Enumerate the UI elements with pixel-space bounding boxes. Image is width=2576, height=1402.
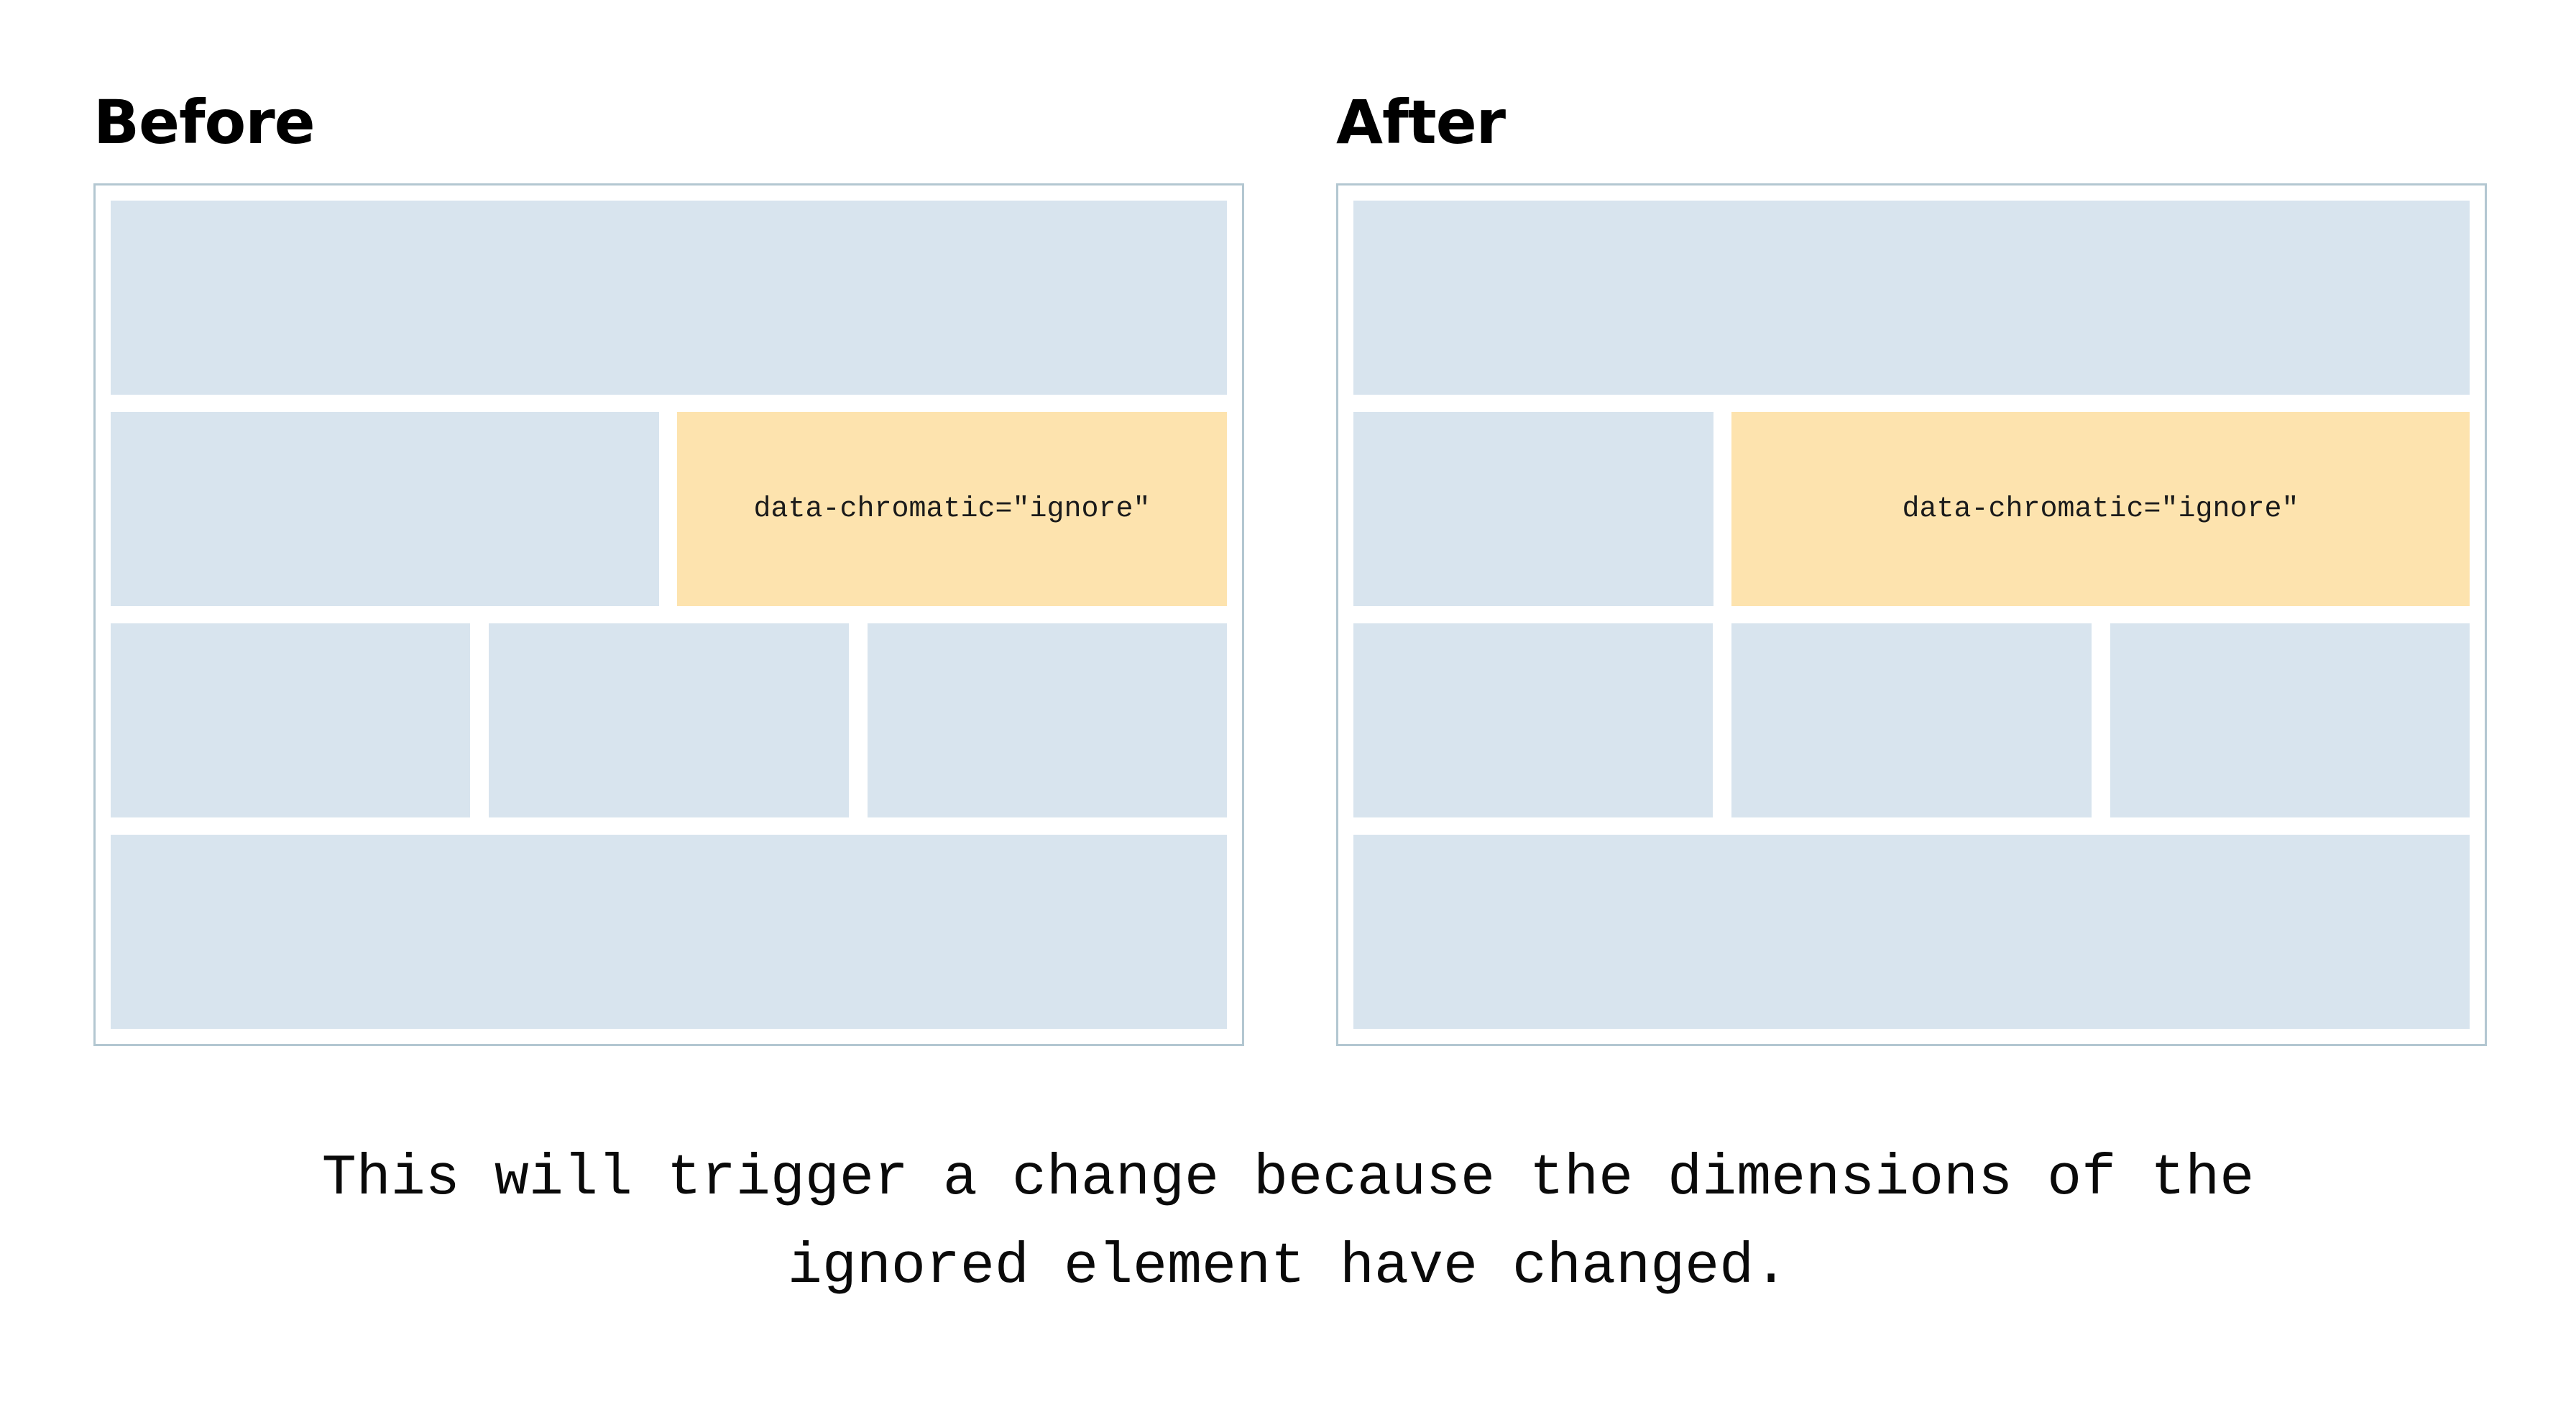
- placeholder-block: [2110, 623, 2470, 817]
- placeholder-block-left: [1353, 412, 1714, 606]
- placeholder-block: [867, 623, 1227, 817]
- placeholder-block: [489, 623, 849, 817]
- before-split-row: data-chromatic="ignore": [111, 412, 1227, 606]
- after-triple-row: [1353, 623, 2470, 817]
- placeholder-block-header: [1353, 201, 2470, 395]
- ignored-element-label: data-chromatic="ignore": [1902, 492, 2299, 526]
- before-title: Before: [93, 87, 316, 157]
- ignored-element: data-chromatic="ignore": [677, 412, 1227, 606]
- placeholder-block-footer: [1353, 835, 2470, 1029]
- placeholder-block-footer: [111, 835, 1227, 1029]
- placeholder-block-left: [111, 412, 659, 606]
- after-title: After: [1336, 87, 1506, 157]
- caption: This will trigger a change because the d…: [0, 1135, 2576, 1311]
- ignored-element-label: data-chromatic="ignore": [753, 492, 1151, 526]
- placeholder-block: [1353, 623, 1714, 817]
- placeholder-block: [111, 623, 471, 817]
- after-split-row: data-chromatic="ignore": [1353, 412, 2470, 606]
- ignored-element: data-chromatic="ignore": [1731, 412, 2470, 606]
- placeholder-block: [1731, 623, 2092, 817]
- before-panel: data-chromatic="ignore": [93, 183, 1244, 1046]
- caption-line-2: ignored element have changed.: [787, 1234, 1789, 1300]
- placeholder-block-header: [111, 201, 1227, 395]
- before-triple-row: [111, 623, 1227, 817]
- after-panel: data-chromatic="ignore": [1336, 183, 2487, 1046]
- caption-line-1: This will trigger a change because the d…: [321, 1146, 2255, 1211]
